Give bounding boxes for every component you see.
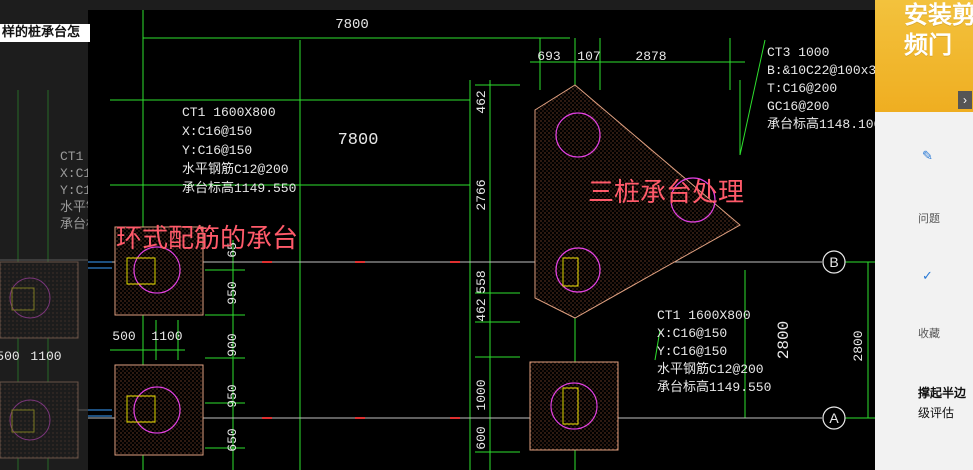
pile-rect: [126, 257, 156, 285]
ct1-line: X:C16@150: [182, 124, 253, 139]
ct1-line: 水平钢筋C12@200: [657, 362, 764, 377]
pen-icon: ✎: [922, 148, 933, 163]
ad-banner-line: 频门: [904, 31, 952, 59]
bottom-headline[interactable]: 撑起半边: [918, 386, 967, 400]
dim-text: 2766: [474, 179, 489, 210]
bottom-subline: 级评估: [918, 406, 955, 420]
dim-text: 7800: [335, 17, 369, 33]
banner-next-icon[interactable]: ›: [958, 91, 972, 109]
dim-text: 2878: [635, 49, 666, 64]
axis-circle-a: [822, 406, 846, 430]
dim-text: 558: [474, 270, 489, 293]
ct1-left-annotation: CT1 X:C16 Y:C16 水平钢 承台标: [60, 148, 88, 233]
left-faded-layer: [0, 90, 88, 470]
pile-rect: [562, 257, 579, 287]
ct3-line: T:C16@200: [767, 81, 838, 96]
ct1-line: CT1 1600X800: [657, 308, 751, 323]
ct3-line: 承台标高1148.100: [767, 117, 882, 132]
pile-circle: [670, 177, 716, 223]
ct1-line: 承台标高1149.550: [182, 181, 297, 196]
pile-cap-top-left: [114, 226, 204, 316]
dim-text: 1100: [151, 329, 182, 344]
ct3-line: B:&10C22@100x3: [767, 63, 877, 78]
ct3-line: CT3 1000: [767, 45, 830, 60]
check-icon: ✓: [922, 268, 933, 283]
axis-circle-b: [822, 250, 846, 274]
ct1-top-annotation: CT1 1600X800 X:C16@150 Y:C16@150 水平钢筋C12…: [182, 103, 296, 198]
dim-text: 462: [474, 90, 489, 113]
ct1-line: Y:C16@150: [657, 344, 728, 359]
dim-text: 2800: [775, 321, 793, 359]
cad-viewport: [88, 10, 924, 470]
pile-circle: [133, 386, 181, 434]
side-item-favorite[interactable]: 收藏: [918, 327, 940, 340]
ct1-line: CT1 1600X800: [182, 105, 276, 120]
pile-cap-bottom-right: [529, 361, 619, 451]
ct1-line: X:C16: [60, 166, 88, 181]
ct1-line: 水平钢筋C12@200: [182, 162, 289, 177]
dim-text: 2800: [851, 330, 866, 361]
blue-marks: [88, 261, 112, 417]
ct1-line: Y:C16: [60, 183, 88, 198]
ct1-line: X:C16@150: [657, 326, 728, 341]
side-item-question[interactable]: 问题: [918, 212, 940, 225]
dim-text: 1000: [474, 379, 489, 410]
page-title[interactable]: 样的桩承台怎: [0, 24, 90, 42]
pile-cap-bottom-left: [114, 364, 204, 456]
dim-text: 650: [225, 428, 240, 451]
label-ring-cap: 环式配筋的承台: [116, 224, 299, 254]
pile-circle: [133, 246, 181, 294]
ad-banner[interactable]: [875, 0, 973, 112]
dim-text: 65: [225, 242, 240, 258]
ct1-line: Y:C16@150: [182, 143, 253, 158]
ad-banner-line: 安装剪: [904, 1, 973, 29]
dim-text: 600: [474, 426, 489, 449]
ct3-annotation: CT3 1000 B:&10C22@100x3 T:C16@200 GC16@2…: [767, 44, 881, 134]
ad-banner-text: 安装剪 频门: [902, 0, 973, 60]
grid-lines: [110, 10, 910, 470]
ct3-line: GC16@200: [767, 99, 830, 114]
pile-rect: [126, 395, 156, 423]
dim-text: 950: [225, 384, 240, 407]
dim-text: 900: [225, 333, 240, 356]
dim-text: 107: [577, 49, 600, 64]
pile-circle: [555, 247, 601, 293]
dim-text: 7800: [338, 131, 379, 150]
ct1-line: 承台标: [60, 217, 88, 232]
dim-text: 950: [225, 281, 240, 304]
ct1-line: CT1: [60, 149, 84, 164]
ct1-line: 承台标高1149.550: [657, 380, 772, 395]
dim-text: 500: [0, 349, 20, 364]
axis-label-b: B: [829, 254, 838, 270]
ct1-line: 水平钢: [60, 200, 88, 215]
dim-text: 500: [112, 329, 135, 344]
label-three-pile: 三桩承台处理: [588, 178, 745, 208]
ct1-bottom-annotation: CT1 1600X800 X:C16@150 Y:C16@150 水平钢筋C12…: [657, 307, 771, 397]
pile-rect: [562, 387, 579, 425]
dim-text: 1100: [30, 349, 61, 364]
axis-label-a: A: [829, 410, 839, 426]
axis-ticks: [262, 261, 460, 419]
three-pile-cap: [534, 84, 741, 319]
pile-circle: [555, 112, 601, 158]
dim-text: 462: [474, 298, 489, 321]
dim-text: 693: [537, 49, 560, 64]
pile-circle: [550, 382, 598, 430]
